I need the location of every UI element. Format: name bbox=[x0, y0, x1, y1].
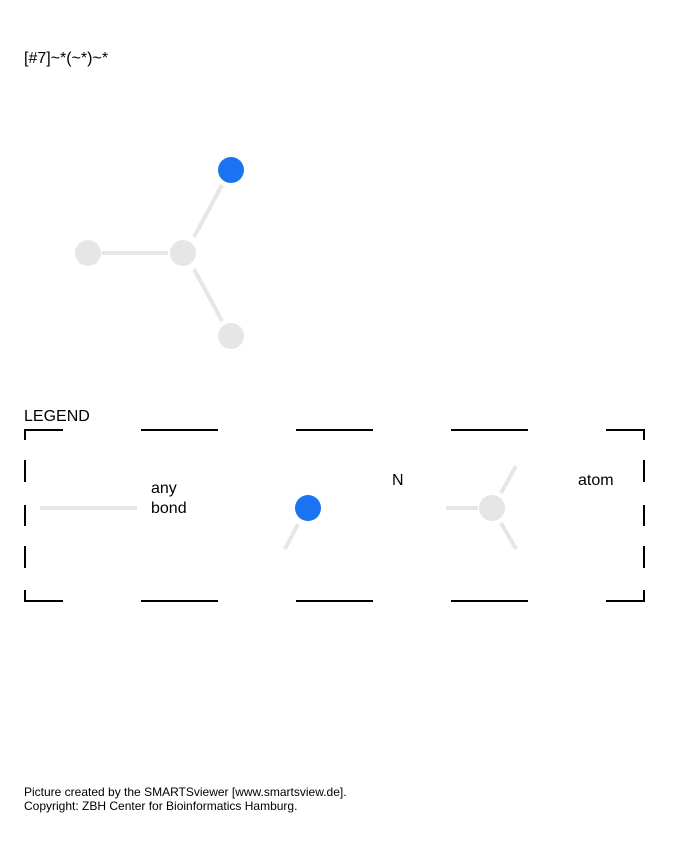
any-atom-center bbox=[170, 240, 196, 266]
legend-any-atom bbox=[479, 495, 505, 521]
legend-n-label: N bbox=[392, 472, 404, 489]
any-atom-bottom bbox=[218, 323, 244, 349]
footer-line-2: Copyright: ZBH Center for Bioinformatics… bbox=[24, 799, 298, 813]
legend-n-bond-stub bbox=[283, 523, 300, 550]
bond-n-center bbox=[192, 184, 224, 238]
nitrogen-atom bbox=[218, 157, 244, 183]
smarts-pattern: [#7]~*(~*)~* bbox=[24, 50, 109, 67]
legend-nitrogen-atom bbox=[295, 495, 321, 521]
legend-atom-label: atom bbox=[578, 472, 614, 489]
footer-line-1: Picture created by the SMARTSviewer [www… bbox=[24, 785, 347, 799]
legend-title: LEGEND bbox=[24, 408, 90, 425]
legend-atom-bond-up bbox=[499, 465, 518, 494]
legend-bond-label-line2: bond bbox=[151, 500, 187, 517]
legend-frame bbox=[24, 429, 645, 602]
legend-bond-label-line1: any bbox=[151, 480, 177, 497]
footer-credits: Picture created by the SMARTSviewer [www… bbox=[24, 785, 347, 813]
bond-center-bottom bbox=[192, 268, 224, 322]
legend-atom-bond-down bbox=[499, 522, 518, 550]
any-atom-left bbox=[75, 240, 101, 266]
